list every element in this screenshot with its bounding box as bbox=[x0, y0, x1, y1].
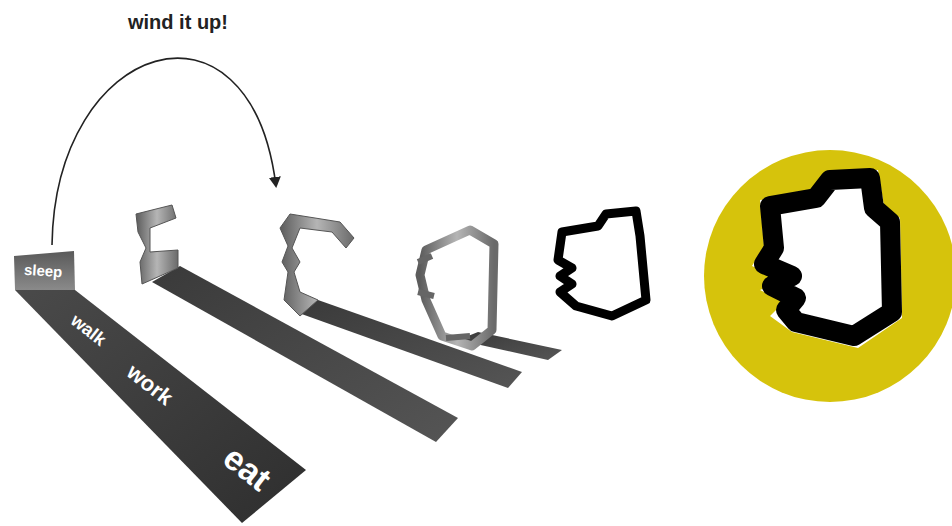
coil-outline bbox=[558, 211, 646, 316]
folded-band bbox=[280, 214, 354, 316]
clock-face bbox=[752, 170, 902, 348]
band-word: sleep bbox=[23, 261, 62, 279]
title: wind it up! bbox=[128, 12, 228, 32]
folded-band bbox=[136, 205, 178, 284]
band-shadow bbox=[152, 266, 458, 442]
coil-detail bbox=[418, 256, 470, 338]
clock-band bbox=[764, 178, 892, 336]
yellow-clock bbox=[704, 150, 952, 402]
band-top bbox=[14, 251, 75, 290]
coiled-band bbox=[420, 230, 494, 346]
